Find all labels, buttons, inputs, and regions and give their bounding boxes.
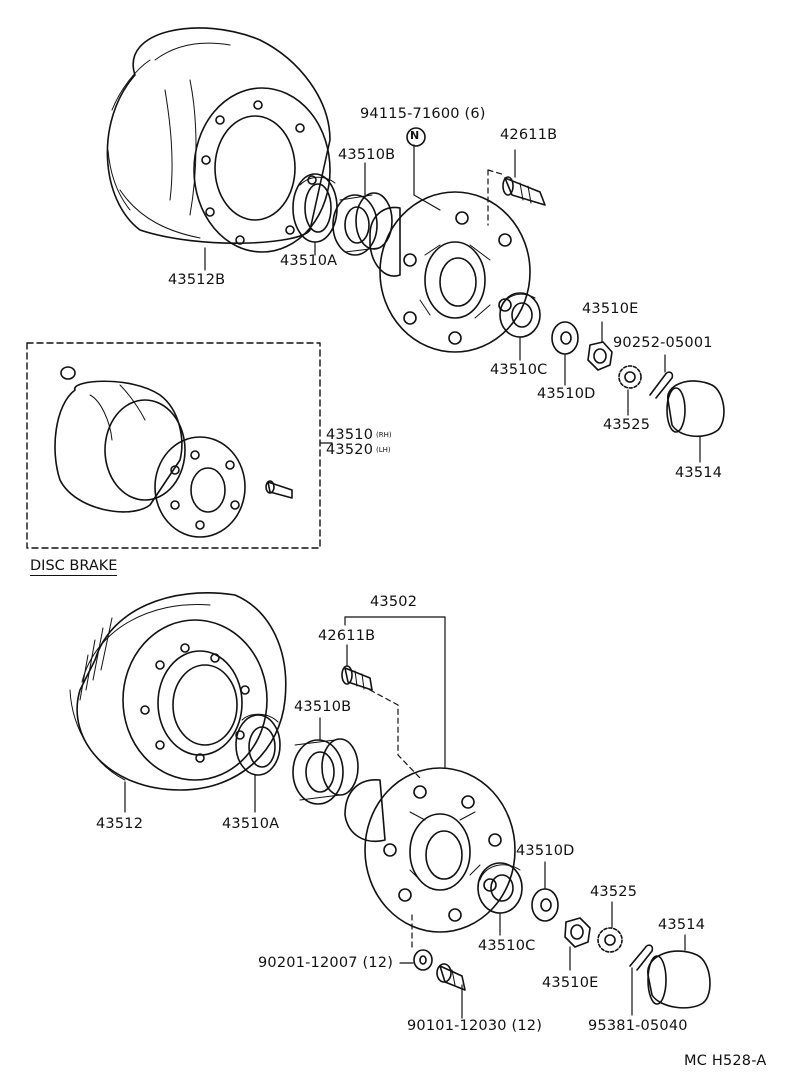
label-grease-cap-bottom: 43514 [658, 917, 706, 933]
label-rh-tag: (RH) [376, 431, 392, 439]
label-lh-tag: (LH) [376, 446, 391, 454]
label-nut-lock-bottom: 43525 [590, 884, 638, 900]
outer-bearing-43510C-top [499, 292, 541, 338]
label-outer-bearing-top: 43510C [490, 362, 548, 378]
label-hub-assembly-lh: 43520 [326, 442, 374, 458]
section-title-disc-brake: DISC BRAKE [30, 558, 118, 576]
label-stud-bottom: 42611B [318, 628, 376, 644]
label-cotter-pin-bottom: 95381-05040 [588, 1018, 688, 1034]
cotter-pin-95381-05040 [629, 944, 654, 971]
brake-disc-43512 [69, 592, 287, 791]
figure-code: MC H528-A [684, 1053, 767, 1069]
nut-lock-43525-bottom [597, 927, 623, 953]
hub-stud-42611B-bottom [341, 665, 373, 691]
label-grease-cap-top: 43514 [675, 465, 723, 481]
label-inner-bearing-bottom: 43510B [294, 699, 352, 715]
label-oil-seal-top: 43510A [280, 253, 338, 269]
label-washer-bottom: 43510D [516, 843, 575, 859]
washer-43510D-bottom [531, 888, 559, 922]
hub-stud-42611B-top [502, 176, 546, 206]
label-new-part-marker: N [410, 129, 420, 142]
brake-drum-43512B [106, 27, 331, 253]
label-nut-bottom: 43510E [542, 975, 599, 991]
label-outer-bearing-bottom: 43510C [478, 938, 536, 954]
inner-bearing-43510B-top [332, 192, 393, 256]
nut-lock-43525-top [618, 365, 642, 389]
label-stud-top: 42611B [500, 127, 558, 143]
label-washer-top: 43510D [537, 386, 596, 402]
label-disc: 43512 [96, 816, 144, 832]
label-hub-assembly-rh: 43510 [326, 427, 374, 443]
label-hub-assy: 43502 [370, 594, 418, 610]
outer-bearing-43510C-bottom [477, 862, 523, 914]
inner-bearing-43510B-bottom [292, 738, 359, 805]
washer-43510D-top [551, 321, 579, 355]
new-part-marker [406, 127, 426, 147]
nut-43510E-bottom [564, 917, 591, 948]
cotter-pin-90252-05001 [649, 371, 674, 399]
lock-washer-90201-12007 [413, 949, 433, 971]
label-lock-washer: 90201-12007 (12) [258, 955, 394, 971]
hub-assembly-box [26, 342, 321, 549]
label-bolt: 90101-12030 (12) [407, 1018, 543, 1034]
grease-cap-43514-top [666, 380, 725, 438]
label-inner-bearing-top: 43510B [338, 147, 396, 163]
label-drum: 43512B [168, 272, 226, 288]
hub-flange-top [369, 191, 531, 353]
label-oil-seal-bottom: 43510A [222, 816, 280, 832]
label-hub-bolt: 94115-71600 (6) [360, 106, 486, 122]
bolt-90101-12030 [436, 963, 466, 991]
label-nut-lock-top: 43525 [603, 417, 651, 433]
label-cotter-pin-top: 90252-05001 [613, 335, 713, 351]
label-nut-top: 43510E [582, 301, 639, 317]
oil-seal-43510A-bottom [235, 713, 281, 776]
grease-cap-43514-bottom [647, 950, 711, 1009]
hub-flange-bottom [344, 767, 516, 933]
nut-43510E-top [587, 341, 613, 371]
